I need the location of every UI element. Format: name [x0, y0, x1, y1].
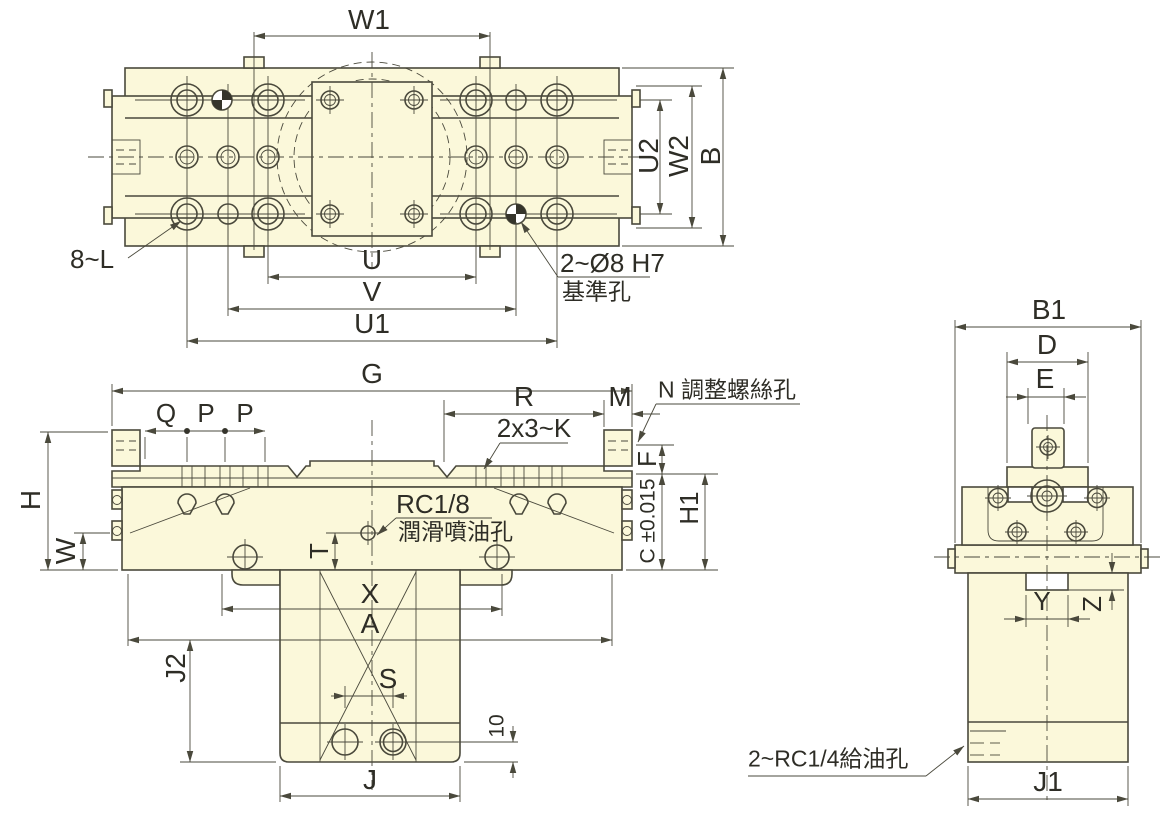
dim-label-10: 10 [485, 714, 509, 738]
callout-lube-port-cn: 潤滑噴油孔 [398, 518, 513, 545]
dim-label-f: F [632, 451, 662, 467]
dim-label-u2: U2 [633, 138, 664, 174]
dim-label-x: X [360, 578, 380, 609]
dim-label-h: H [15, 489, 46, 511]
dim-label-u: U [361, 244, 383, 275]
dim-label-g: G [361, 358, 383, 389]
callout-lube-port: RC1/8 [396, 489, 470, 519]
callout-k-holes: 2x3~K [496, 413, 572, 443]
dim-label-q: Q [155, 398, 177, 428]
dim-label-j1: J1 [1033, 766, 1063, 797]
dim-label-e: E [1035, 363, 1055, 394]
side-view [748, 320, 1162, 806]
dim-label-a: A [360, 608, 380, 639]
dim-label-v: V [362, 276, 382, 307]
dim-label-w2: W2 [663, 135, 694, 177]
dim-label-w: W [50, 537, 81, 565]
callout-oil-supply: 2~RC1/4給油孔 [748, 745, 909, 772]
callout-datum-hole: 2~Ø8 H7 [560, 248, 665, 278]
dim-label-s: S [378, 663, 398, 694]
dim-label-z: Z [1077, 596, 1107, 612]
dim-label-h1: H1 [674, 491, 704, 525]
dim-label-j: J [363, 764, 377, 795]
front-view [40, 384, 800, 802]
dim-label-t: T [304, 543, 334, 559]
dim-label-r: R [513, 381, 535, 412]
dim-label-u1: U1 [354, 308, 390, 339]
dim-label-p2: P [236, 398, 254, 428]
callout-adjust-screw: N 調整螺絲孔 [658, 376, 796, 403]
dim-label-b1: B1 [1031, 294, 1067, 325]
plate-bolts [181, 466, 563, 487]
callout-8l: 8~L [70, 244, 115, 274]
dim-label-c: C ±0.015 [636, 478, 660, 564]
dim-label-y: Y [1033, 586, 1051, 616]
dim-label-m: M [608, 381, 632, 412]
dim-label-b: B [695, 146, 726, 166]
dim-label-p1: P [197, 398, 215, 428]
oil-port-dashes [970, 730, 1006, 756]
callout-datum-hole-cn: 基準孔 [562, 278, 631, 305]
dim-label-w1: W1 [348, 4, 390, 35]
top-view [88, 32, 734, 348]
dim-label-d: D [1036, 329, 1058, 360]
dim-label-j2: J2 [160, 653, 191, 683]
